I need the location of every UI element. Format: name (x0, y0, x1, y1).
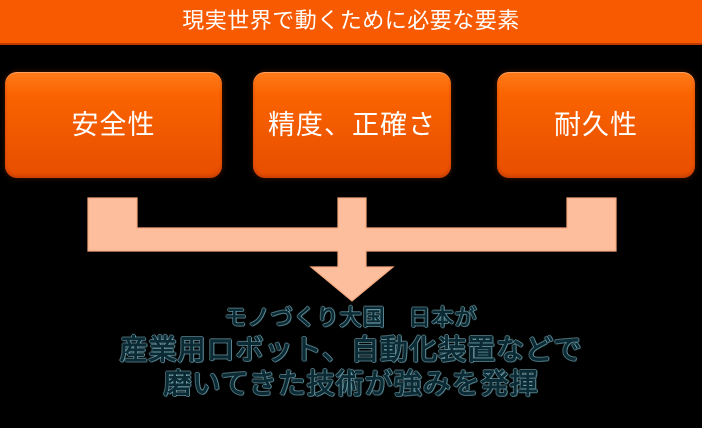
conclusion-line-1: モノづくり大国 日本が (224, 306, 478, 331)
factor-box-safety: 安全性 (5, 72, 222, 178)
page-title: 現実世界で動くために必要な要素 (182, 8, 520, 34)
factor-box-label: 精度、正確さ (268, 109, 436, 141)
factor-box-label: 安全性 (71, 109, 156, 141)
factor-box-label: 耐久性 (554, 109, 638, 141)
conclusion-text-block: モノづくり大国 日本が 産業用ロボット、自動化装置などで 磨いてきた技術が強みを… (0, 306, 702, 401)
factor-box-precision: 精度、正確さ (253, 72, 451, 178)
conclusion-line-2: 産業用ロボット、自動化装置などで (119, 332, 583, 366)
conclusion-line-3: 磨いてきた技術が強みを発揮 (163, 366, 539, 400)
factor-box-durability: 耐久性 (497, 72, 695, 178)
title-banner: 現実世界で動くために必要な要素 (0, 0, 702, 45)
